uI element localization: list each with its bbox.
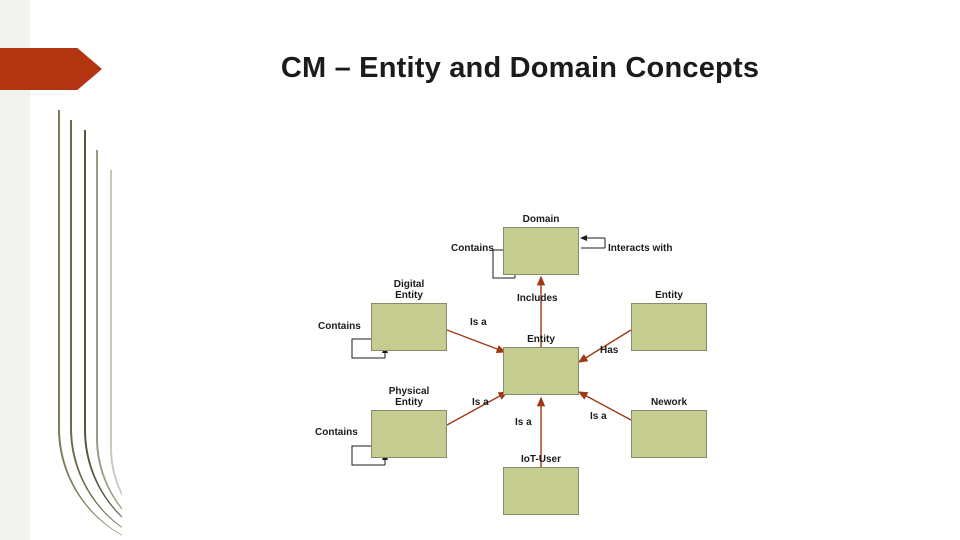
node-digital-entity-label-line1: Digital (393, 279, 425, 290)
edge-label-contains-digital: Contains (318, 321, 361, 332)
node-digital-entity-label-line2: Entity (395, 290, 423, 301)
edge-label-contains-domain: Contains (451, 243, 494, 254)
swoosh-line-4 (96, 150, 122, 540)
node-domain-label: Domain (522, 214, 560, 225)
decorative-left-band (0, 0, 122, 540)
node-iot-user-label: IoT-User (520, 454, 561, 465)
swoosh-line-1 (58, 110, 122, 540)
node-nework-label: Nework (650, 397, 688, 408)
node-digital-entity-label: Digital Entity (372, 279, 446, 301)
node-physical-entity-label-line2: Entity (395, 397, 423, 408)
node-digital-entity[interactable]: Digital Entity (371, 279, 447, 351)
edge-label-contains-physical: Contains (315, 427, 358, 438)
accent-arrow-shape (0, 48, 102, 90)
node-entity-right[interactable]: Entity (631, 290, 707, 351)
node-iot-user[interactable]: IoT-User (503, 454, 579, 515)
node-nework[interactable]: Nework (631, 397, 707, 458)
swoosh-line-2 (70, 120, 122, 540)
band-edge (0, 0, 30, 540)
edge-label-includes: Includes (517, 293, 558, 304)
edge-label-is-a-physical: Is a (472, 397, 489, 408)
node-physical-entity-label: Physical Entity (372, 386, 446, 408)
node-physical-entity[interactable]: Physical Entity (371, 386, 447, 458)
page-title: CM – Entity and Domain Concepts (280, 52, 760, 84)
swoosh-line-5 (110, 170, 122, 540)
node-entity-label: Entity (527, 334, 555, 345)
swoosh-line-3 (84, 130, 122, 540)
node-physical-entity-label-line1: Physical (388, 386, 430, 397)
edge-label-is-a-iot: Is a (515, 417, 532, 428)
node-entity-right-label: Entity (655, 290, 683, 301)
node-entity[interactable]: Entity (503, 334, 579, 395)
edge-label-is-a-nework: Is a (590, 411, 607, 422)
edge-label-has: Has (600, 345, 619, 356)
node-domain[interactable]: Domain (503, 214, 579, 275)
edge-label-is-a-digital: Is a (470, 317, 487, 328)
edge-label-interacts-with: Interacts with (608, 243, 673, 254)
